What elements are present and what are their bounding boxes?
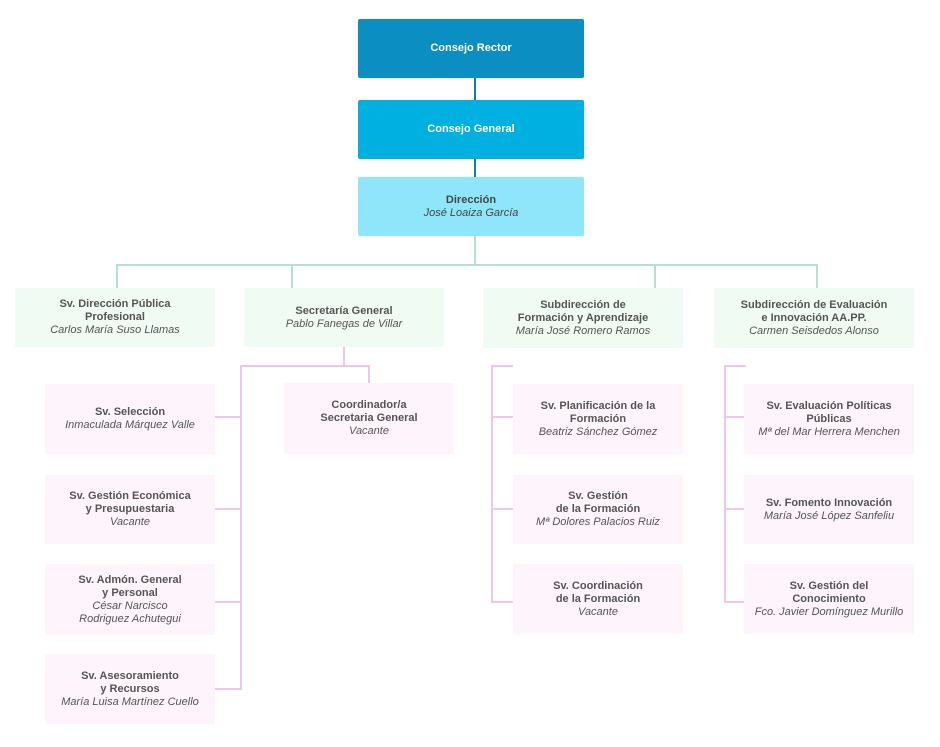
unit-person: María Luisa Martínez Cuello (61, 695, 199, 708)
unit-title: Sv. Selección (94, 406, 166, 418)
connector-branch-bus (116, 264, 818, 266)
branch-person: María José Romero Ramos (515, 324, 651, 337)
unit-title: Sv. Asesoramiento y Recursos (81, 669, 179, 695)
ev-fomento-innovacion: Sv. Fomento Innovación María José López … (744, 475, 914, 544)
branch-title: Sv. Dirección Pública Profesional (59, 298, 171, 323)
connector-fa-vertical (491, 365, 493, 602)
connector-direccion-down (474, 236, 476, 265)
unit-person: Vacante (110, 516, 150, 528)
ev-gestion-conocimiento: Sv. Gestión del Conocimiento Fco. Javier… (744, 564, 914, 634)
sg-coordinador: Coordinador/a Secretaria General Vacante (284, 383, 454, 454)
connector-fa-child-2 (491, 508, 513, 510)
branch-title: Subdirección de Evaluación e Innovación … (740, 298, 888, 324)
consejo-rector-box: Consejo Rector (358, 19, 584, 78)
direccion-box: Dirección José Loaiza García (358, 177, 584, 236)
unit-person: María José López Sanfeliu (763, 509, 895, 522)
connector-ev-child-3 (724, 601, 746, 603)
unit-person: Vacante (578, 605, 618, 618)
branch-person: Pablo Fanegas de Villar (285, 317, 403, 330)
unit-person: Vacante (349, 425, 389, 437)
unit-person: Fco. Javier Domínguez Murillo (754, 605, 904, 618)
unit-title: Sv. Fomento Innovación (765, 496, 893, 509)
unit-title: Sv. Gestión del Conocimiento (789, 579, 869, 605)
connector-branch-2 (291, 264, 293, 288)
consejo-rector-title: Consejo Rector (430, 42, 512, 54)
sg-asesoramiento: Sv. Asesoramiento y Recursos María Luisa… (45, 654, 215, 724)
fa-gestion: Sv. Gestión de la Formación Mª Dolores P… (513, 475, 683, 544)
unit-person: Beatriz Sánchez Gómez (538, 425, 658, 438)
unit-title: Sv. Gestión Económica y Presupuestaria (69, 490, 191, 515)
connector-ev-vertical (724, 365, 726, 602)
branch-title: Subdirección de Formación y Aprendizaje (517, 298, 649, 324)
connector-ev-top (724, 365, 746, 367)
direccion-person: José Loaiza García (423, 206, 519, 219)
branch-dir-publica: Sv. Dirección Pública Profesional Carlos… (15, 288, 215, 347)
branch-person: Carlos María Suso Llamas (50, 324, 180, 336)
connector-sg-child-3 (214, 601, 242, 603)
unit-person: Mª del Mar Herrera Menchen (758, 425, 900, 438)
unit-title: Sv. Coordinación de la Formación (553, 579, 643, 605)
unit-person: Inmaculada Márquez Valle (65, 419, 195, 431)
connector-sg-child-1 (214, 416, 242, 418)
branch-formacion: Subdirección de Formación y Aprendizaje … (483, 288, 683, 348)
connector-rector-general (474, 78, 476, 100)
fa-coordinacion: Sv. Coordinación de la Formación Vacante (513, 564, 683, 634)
connector-general-direccion (474, 159, 476, 177)
connector-ev-child-1 (724, 416, 746, 418)
connector-fa-child-3 (491, 601, 513, 603)
connector-sg-vertical (240, 365, 242, 689)
connector-fa-top (491, 365, 513, 367)
connector-ev-child-2 (724, 508, 746, 510)
sg-gestion-economica: Sv. Gestión Económica y Presupuestaria V… (45, 475, 215, 544)
consejo-general-title: Consejo General (427, 123, 515, 135)
branch-secretaria-general: Secretaría General Pablo Fanegas de Vill… (244, 288, 444, 347)
unit-person: Mª Dolores Palacios Ruiz (536, 516, 660, 528)
fa-planificacion: Sv. Planificación de la Formación Beatri… (513, 384, 683, 454)
connector-sg-child-4 (214, 688, 242, 690)
ev-evaluacion-politicas: Sv. Evaluación Políticas Públicas Mª del… (744, 384, 914, 454)
consejo-general-box: Consejo General (358, 100, 584, 159)
branch-title: Secretaría General (295, 304, 393, 317)
connector-sg-child-2 (214, 508, 242, 510)
connector-sg-bus (240, 365, 370, 367)
connector-branch-4 (816, 264, 818, 288)
unit-person: César Narcisco Rodriguez Achutegui (79, 599, 181, 625)
connector-sg-side (368, 365, 370, 383)
connector-branch-3 (654, 264, 656, 288)
sg-seleccion: Sv. Selección Inmaculada Márquez Valle (45, 384, 215, 454)
branch-person: Carmen Seisdedos Alonso (749, 324, 879, 337)
sg-admon-general: Sv. Admón. General y Personal César Narc… (45, 564, 215, 635)
unit-title: Sv. Gestión de la Formación (555, 490, 641, 515)
unit-title: Sv. Planificación de la Formación (540, 399, 656, 425)
connector-fa-child-1 (491, 416, 513, 418)
connector-sg-down (343, 347, 345, 366)
unit-title: Sv. Admón. General y Personal (78, 573, 182, 599)
connector-branch-1 (116, 264, 118, 288)
unit-title: Sv. Evaluación Políticas Públicas (766, 399, 892, 425)
direccion-title: Dirección (445, 193, 497, 206)
branch-evaluacion: Subdirección de Evaluación e Innovación … (714, 288, 914, 348)
unit-title: Coordinador/a Secretaria General (320, 399, 418, 424)
